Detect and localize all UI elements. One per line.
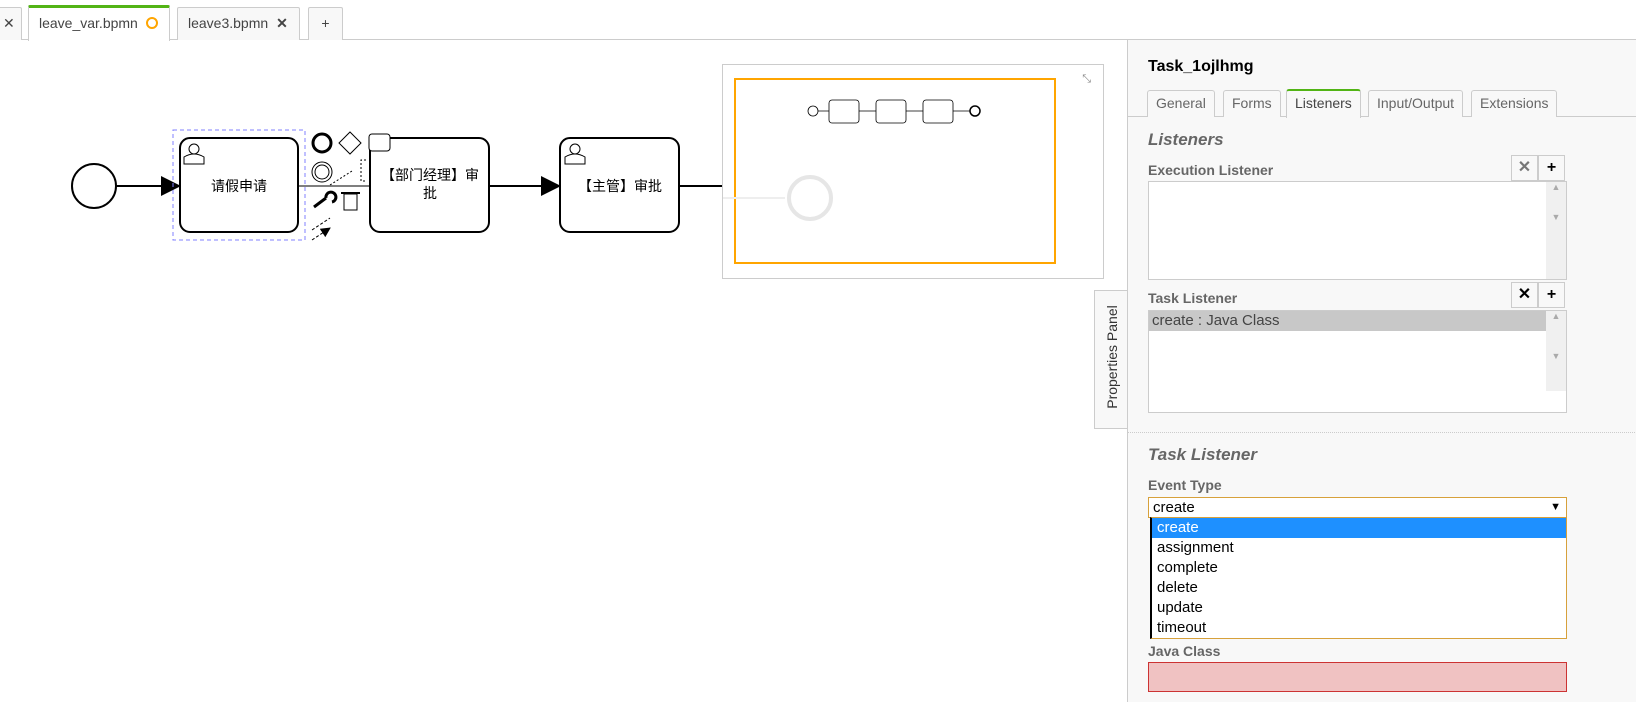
user-icon: [183, 143, 205, 165]
task-listener-label: Task Listener: [1148, 290, 1238, 306]
selection-outline: [172, 129, 306, 241]
properties-tabs: General Forms Listeners Input/Output Ext…: [1128, 89, 1636, 118]
java-class-label: Java Class: [1148, 643, 1221, 659]
task-3[interactable]: 【主管】审批: [559, 137, 680, 233]
text-annotation-icon[interactable]: [329, 159, 366, 186]
tab-general[interactable]: General: [1147, 90, 1215, 117]
list-item[interactable]: create : Java Class: [1149, 311, 1546, 331]
remove-execution-listener-button[interactable]: ✕: [1511, 155, 1538, 181]
option-delete[interactable]: delete: [1157, 579, 1198, 596]
task-label: 请假申请: [211, 178, 267, 194]
intermediate-event-icon[interactable]: [311, 161, 333, 183]
tab-listeners[interactable]: Listeners: [1286, 89, 1361, 118]
task-listener-list[interactable]: create : Java Class ▲▼: [1148, 310, 1567, 413]
file-tab-previous[interactable]: ✕: [0, 7, 22, 40]
file-tab-label: leave_var.bpmn: [39, 15, 138, 31]
task-label: 批: [423, 185, 437, 201]
task-icon[interactable]: [368, 133, 391, 152]
tab-forms[interactable]: Forms: [1223, 90, 1281, 117]
event-type-label: Event Type: [1148, 477, 1222, 493]
remove-task-listener-button[interactable]: ✕: [1511, 282, 1538, 308]
file-tab-leave3[interactable]: leave3.bpmn ✕: [177, 7, 300, 40]
diagram-svg: 请假申请 【部门经理】审 批 【主管】审批: [71, 129, 722, 241]
execution-listener-label: Execution Listener: [1148, 162, 1274, 178]
properties-panel-toggle-label: Properties Panel: [1104, 305, 1120, 409]
properties-panel: Task_1ojlhmg General Forms Listeners Inp…: [1127, 40, 1636, 702]
new-tab-button[interactable]: +: [308, 7, 343, 40]
minimap[interactable]: ⤡: [722, 64, 1104, 279]
java-class-input[interactable]: [1148, 662, 1567, 692]
task-2[interactable]: 【部门经理】审 批: [369, 137, 490, 233]
file-tab-bar: ✕ leave_var.bpmn leave3.bpmn ✕ +: [0, 0, 1636, 41]
option-update[interactable]: update: [1157, 599, 1203, 616]
minimap-viewport[interactable]: [734, 78, 1056, 264]
add-execution-listener-button[interactable]: +: [1538, 155, 1565, 181]
connect-icon[interactable]: [311, 217, 330, 241]
minimap-diagram: [807, 99, 981, 124]
divider: [1128, 432, 1636, 433]
dropdown-arrow-icon: ▼: [1550, 501, 1561, 513]
file-tab-leave-var[interactable]: leave_var.bpmn: [28, 5, 170, 41]
minimap-svg: [723, 78, 1056, 264]
task-1[interactable]: 请假申请: [179, 137, 299, 233]
start-event[interactable]: [71, 163, 117, 209]
option-complete[interactable]: complete: [1157, 559, 1218, 576]
add-task-listener-button[interactable]: +: [1538, 282, 1565, 308]
tab-input-output[interactable]: Input/Output: [1368, 90, 1464, 117]
file-tab-label: leave3.bpmn: [188, 15, 269, 31]
user-icon: [564, 143, 586, 165]
tab-extensions[interactable]: Extensions: [1471, 90, 1558, 117]
element-id-title: Task_1ojlhmg: [1148, 58, 1254, 75]
bpmn-canvas[interactable]: 请假申请 【部门经理】审 批 【主管】审批 ⤡: [0, 41, 1127, 702]
event-type-dropdown: create assignment complete delete update…: [1150, 517, 1567, 639]
wrench-icon[interactable]: [313, 190, 338, 209]
task-label: 【部门经理】审: [381, 167, 479, 183]
group-title-task-listener: Task Listener: [1148, 445, 1257, 464]
close-icon[interactable]: ✕: [3, 15, 15, 31]
close-icon[interactable]: ✕: [276, 15, 288, 31]
properties-panel-toggle[interactable]: Properties Panel: [1094, 290, 1128, 429]
minimap-ghost-event: [787, 175, 833, 221]
group-title-listeners: Listeners: [1148, 130, 1224, 149]
unsaved-circle-icon: [145, 17, 158, 29]
scrollbar[interactable]: ▲▼: [1546, 182, 1566, 279]
execution-listener-list[interactable]: ▲▼: [1148, 181, 1567, 280]
minimize-icon[interactable]: ⤡: [1082, 73, 1091, 85]
task-label: 【主管】审批: [578, 178, 662, 194]
option-assignment[interactable]: assignment: [1157, 539, 1234, 556]
event-type-value: create: [1153, 499, 1195, 516]
gateway-icon[interactable]: [338, 131, 362, 155]
option-timeout[interactable]: timeout: [1157, 619, 1207, 636]
end-event-icon[interactable]: [311, 132, 333, 154]
scrollbar[interactable]: ▲▼: [1546, 311, 1566, 391]
option-create[interactable]: create: [1152, 518, 1566, 538]
event-type-select[interactable]: create ▼: [1148, 497, 1567, 518]
trash-icon[interactable]: [341, 192, 360, 211]
context-pad: [311, 131, 391, 241]
